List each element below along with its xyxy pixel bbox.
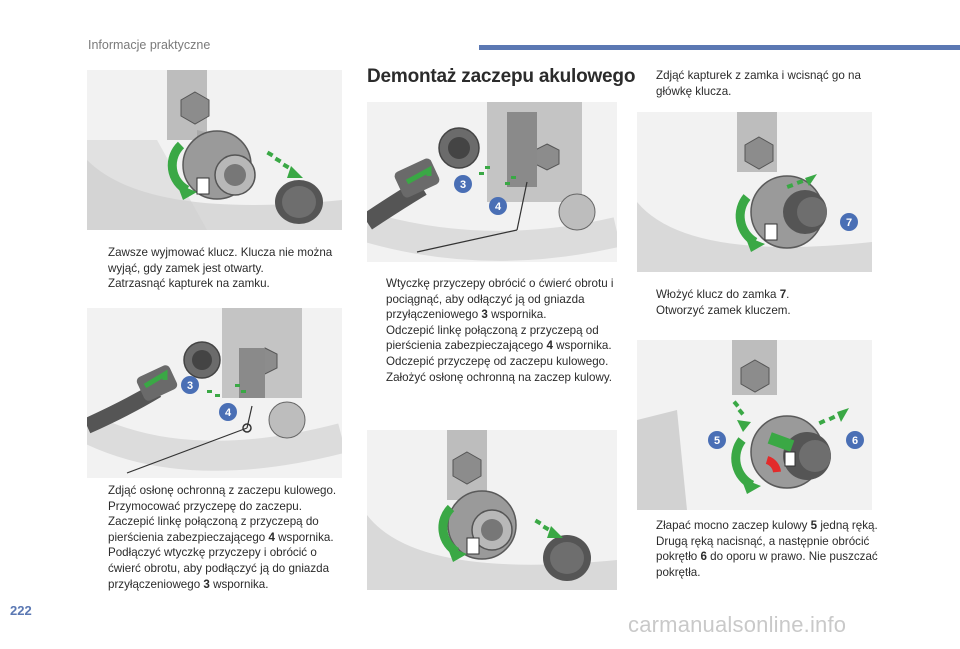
callout-reference: 4 (546, 339, 553, 353)
list-item: Zdjąć kapturek z zamka i wcisnąć go na g… (656, 69, 861, 98)
callout-reference: 3 (481, 308, 488, 322)
rich-text: Podłączyć wtyczkę przyczepy i obrócić o … (108, 546, 330, 591)
rich-text: Złapać mocno zaczep kulowy 5 jedną ręką.… (656, 519, 878, 579)
callout-ring-2: 4 (495, 201, 502, 213)
watermark: carmanualsonline.info (628, 612, 847, 637)
header-accent-bar (479, 45, 960, 50)
right-instructions-1: Zdjąć kapturek z zamka i wcisnąć go na g… (637, 68, 882, 99)
section-heading: Demontaż zaczepu akulowego (367, 66, 636, 87)
list-item: Zdjąć osłonę ochronną z zaczepu kulowego… (108, 484, 337, 497)
list-item: Zawsze wyjmować klucz. Klucza nie można … (108, 246, 333, 275)
callout-knob: 6 (852, 435, 858, 447)
rich-text: Wtyczkę przyczepy obrócić o ćwierć obrot… (386, 277, 614, 322)
list-item: Założyć osłonę ochronną na zaczep kulowy… (386, 370, 612, 384)
list-item: Włożyć klucz do zamka 7. (637, 287, 882, 303)
figure-plug-connect: 3 4 (87, 308, 342, 478)
callout-socket-2: 3 (460, 179, 466, 191)
list-item: Przymocować przyczepę do zaczepu. (108, 499, 302, 513)
callout-socket: 3 (187, 380, 193, 392)
figure-lock-cap-close (87, 70, 342, 230)
callout-lock: 7 (846, 217, 852, 229)
list-item: Zatrzasnąć kapturek na zamku. (108, 277, 270, 291)
callout-reference: 6 (700, 550, 707, 564)
list-item: Otworzyć zamek kluczem. (656, 303, 791, 317)
middle-instructions: Wtyczkę przyczepy obrócić o ćwierć obrot… (367, 276, 622, 385)
running-header: Informacje praktyczne (88, 38, 211, 52)
list-item: Podłączyć wtyczkę przyczepy i obrócić o … (89, 545, 344, 592)
figure-cover-ball (367, 430, 617, 590)
callout-reference: 7 (779, 288, 787, 301)
list-item: Złapać mocno zaczep kulowy 5 jedną ręką.… (637, 518, 882, 580)
callout-ball: 5 (714, 435, 720, 447)
callout-reference: 4 (268, 530, 275, 544)
rich-text: Odczepić linkę połączoną z przyczepą od … (386, 323, 612, 353)
rich-text: Włożyć klucz do zamka 7. (656, 288, 790, 301)
left-instructions-2: Zdjąć osłonę ochronną z zaczepu kulowego… (89, 483, 344, 592)
figure-remove-ball: 5 6 (637, 340, 872, 510)
page-number: 222 (10, 603, 32, 618)
figure-insert-key: 7 (637, 112, 872, 272)
list-item: Odczepić linkę połączoną z przyczepą od … (367, 323, 622, 354)
callout-reference: 3 (203, 577, 210, 591)
rich-text: Zaczepić linkę połączoną z przyczepą do … (108, 515, 334, 544)
list-item: Odczepić przyczepę od zaczepu kulowego. (386, 354, 609, 368)
callout-ring: 4 (225, 407, 232, 419)
right-instructions-3: Złapać mocno zaczep kulowy 5 jedną ręką.… (637, 518, 882, 580)
callout-reference: 5 (810, 519, 818, 532)
list-item: Wtyczkę przyczepy obrócić o ćwierć obrot… (367, 276, 622, 323)
figure-plug-disconnect: 3 4 (367, 102, 617, 262)
right-instructions-2: Włożyć klucz do zamka 7. Otworzyć zamek … (637, 287, 882, 318)
list-item: Zaczepić linkę połączoną z przyczepą do … (89, 514, 344, 545)
left-instructions-1: Zawsze wyjmować klucz. Klucza nie można … (89, 245, 344, 292)
